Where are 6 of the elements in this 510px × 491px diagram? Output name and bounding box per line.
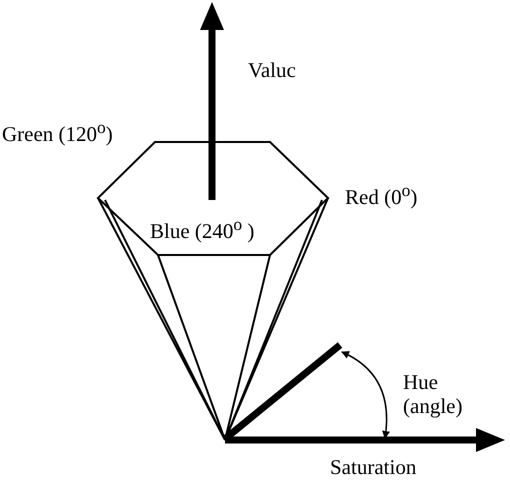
vertex-label: Green (120$^{o}$) [2, 116, 113, 146]
vertex-label: Blue (240$^{o}$ ) [150, 213, 254, 243]
axis-label: Saturation [330, 455, 416, 479]
axis-label: Valuc [248, 58, 296, 82]
vertex-label: Red (0$^{o}$) [345, 179, 418, 209]
angle-label: Hue (angle) [403, 370, 464, 418]
